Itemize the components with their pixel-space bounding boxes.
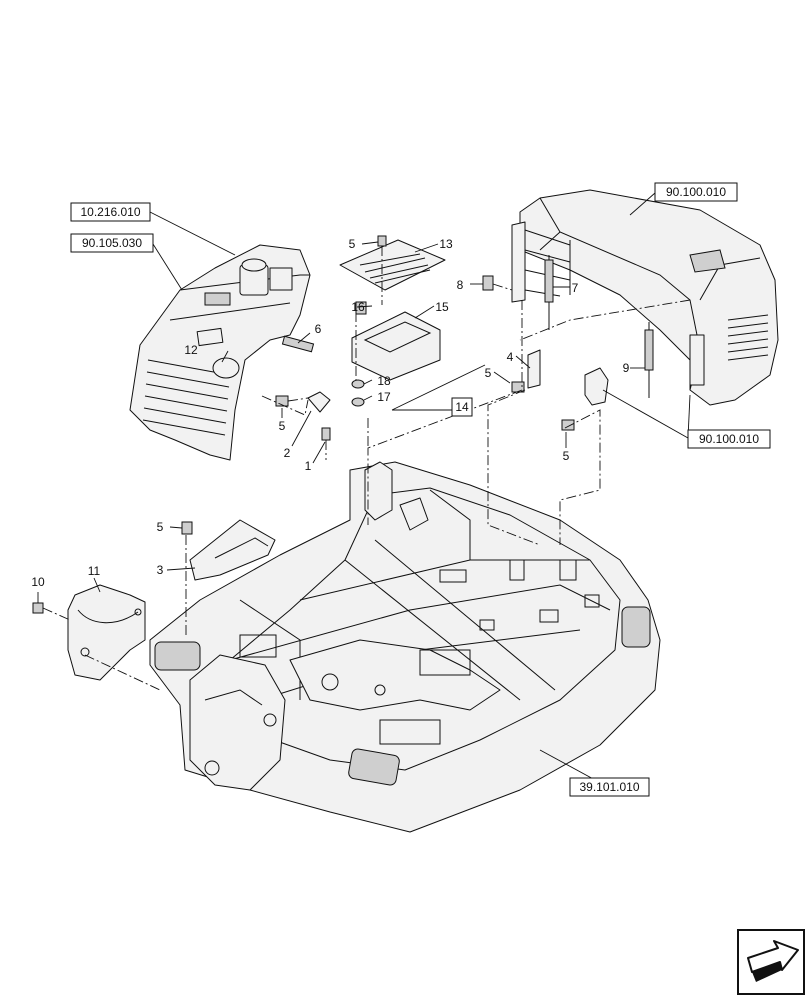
bracket-2 [307, 391, 331, 413]
bolt-5-right [561, 419, 575, 431]
reference-label: 90.105.030 [82, 236, 142, 250]
callout-16: 16 [351, 300, 365, 314]
bolt-5-mid [511, 381, 525, 393]
callout-4: 4 [507, 350, 514, 364]
callout-10: 10 [31, 575, 45, 589]
callout-12: 12 [184, 343, 198, 357]
callout-11: 11 [88, 564, 101, 578]
reference-box-90-105-030[interactable]: 90.105.030 [70, 233, 154, 253]
bolt-8 [482, 275, 494, 291]
callout-2: 2 [284, 446, 291, 460]
reference-label: 90.100.010 [699, 432, 759, 446]
next-page-arrow-icon[interactable] [737, 929, 805, 995]
shield-11 [67, 584, 146, 681]
bolt-10 [32, 602, 44, 614]
callout-9: 9 [623, 361, 630, 375]
reference-box-90-100-010-top[interactable]: 90.100.010 [654, 182, 738, 202]
callout-numbers: 5 13 16 15 18 17 8 7 9 4 5 5 6 12 5 2 1 … [31, 237, 629, 589]
reference-label: 39.101.010 [579, 780, 639, 794]
reference-label: 14 [455, 400, 469, 414]
reference-box-14[interactable]: 14 [451, 397, 473, 417]
bolt-5-top [377, 235, 387, 247]
callout-18: 18 [377, 374, 391, 388]
left-side-cover [129, 244, 315, 461]
reference-box-10-216-010[interactable]: 10.216.010 [70, 202, 151, 222]
callout-1: 1 [305, 459, 312, 473]
bolt-16 [355, 301, 367, 315]
assembly-lines [42, 246, 691, 691]
engine-hood [511, 189, 779, 406]
reference-box-39-101-010[interactable]: 39.101.010 [569, 777, 650, 797]
callout-6: 6 [315, 322, 322, 336]
bracket-15 [351, 311, 441, 381]
callout-5: 5 [349, 237, 356, 251]
reference-label: 90.100.010 [666, 185, 726, 199]
bolt-1 [321, 427, 331, 441]
callout-7: 7 [572, 281, 579, 295]
callout-15: 15 [435, 300, 449, 314]
washer-18 [351, 379, 365, 389]
callout-17: 17 [377, 390, 391, 404]
reference-label: 10.216.010 [80, 205, 140, 219]
washer-17 [351, 397, 365, 407]
callout-5: 5 [563, 449, 570, 463]
latch-right [584, 367, 609, 406]
grille-plate-13 [339, 239, 446, 291]
callout-5: 5 [279, 419, 286, 433]
reference-box-90-100-010-right[interactable]: 90.100.010 [687, 429, 771, 449]
callout-13: 13 [439, 237, 453, 251]
callout-5: 5 [485, 366, 492, 380]
callout-5: 5 [157, 520, 164, 534]
bracket-3 [189, 519, 276, 581]
callout-3: 3 [157, 563, 164, 577]
bracket-4 [527, 349, 541, 389]
upper-frame [149, 461, 661, 833]
callout-8: 8 [457, 278, 464, 292]
bolt-5-lower [181, 521, 193, 535]
